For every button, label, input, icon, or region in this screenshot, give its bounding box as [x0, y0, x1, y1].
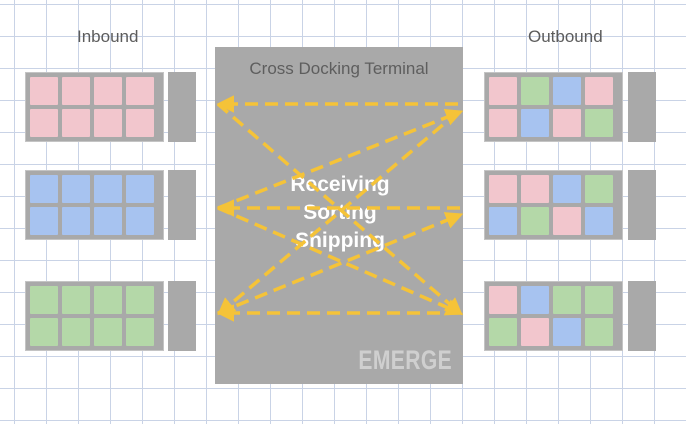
pink-pallet	[489, 175, 517, 203]
green-pallet	[126, 286, 154, 314]
route-arrow	[216, 102, 463, 316]
pink-pallet	[30, 77, 58, 105]
route-arrow	[217, 109, 464, 210]
pink-pallet	[62, 109, 90, 137]
green-pallet	[489, 318, 517, 346]
pink-pallet	[521, 318, 549, 346]
green-pallet	[585, 109, 613, 137]
blue-pallet	[521, 109, 549, 137]
blue-pallet	[62, 175, 90, 203]
green-pallet	[521, 207, 549, 235]
green-pallet	[521, 77, 549, 105]
outbound-truck-cab	[628, 281, 656, 351]
pink-pallet	[94, 109, 122, 137]
green-pallet	[62, 286, 90, 314]
pink-pallet	[94, 77, 122, 105]
blue-pallet	[30, 175, 58, 203]
inbound-label: Inbound	[77, 27, 139, 46]
green-pallet	[585, 286, 613, 314]
inbound-truck-cab	[168, 281, 196, 351]
blue-pallet	[521, 286, 549, 314]
pink-pallet	[489, 109, 517, 137]
blue-pallet	[94, 175, 122, 203]
green-pallet	[62, 318, 90, 346]
pink-pallet	[553, 109, 581, 137]
green-pallet	[553, 286, 581, 314]
pink-pallet	[126, 77, 154, 105]
route-arrow	[217, 206, 464, 316]
outbound-truck-cab	[628, 170, 656, 240]
outbound-truck-cab	[628, 72, 656, 142]
pink-pallet	[553, 207, 581, 235]
pink-pallet	[126, 109, 154, 137]
green-pallet	[94, 318, 122, 346]
terminal-title: Cross Docking Terminal	[249, 59, 429, 78]
blue-pallet	[553, 175, 581, 203]
inbound-truck-cab	[168, 72, 196, 142]
blue-pallet	[553, 318, 581, 346]
route-arrow	[217, 212, 464, 315]
pink-pallet	[585, 77, 613, 105]
blue-pallet	[126, 175, 154, 203]
pink-pallet	[489, 286, 517, 314]
green-pallet	[585, 175, 613, 203]
route-arrow	[217, 110, 460, 316]
blue-pallet	[62, 207, 90, 235]
green-pallet	[126, 318, 154, 346]
blue-pallet	[553, 77, 581, 105]
outbound-label: Outbound	[528, 27, 603, 46]
step-shipping: Shipping	[295, 229, 385, 252]
blue-pallet	[94, 207, 122, 235]
pink-pallet	[62, 77, 90, 105]
blue-pallet	[30, 207, 58, 235]
green-pallet	[30, 286, 58, 314]
blue-pallet	[126, 207, 154, 235]
inbound-truck-cab	[168, 170, 196, 240]
green-pallet	[30, 318, 58, 346]
pink-pallet	[489, 77, 517, 105]
pink-pallet	[30, 109, 58, 137]
blue-pallet	[489, 207, 517, 235]
green-pallet	[94, 286, 122, 314]
green-pallet	[585, 318, 613, 346]
pink-pallet	[521, 175, 549, 203]
blue-pallet	[585, 207, 613, 235]
emerge-watermark: EMERGE	[358, 345, 452, 375]
